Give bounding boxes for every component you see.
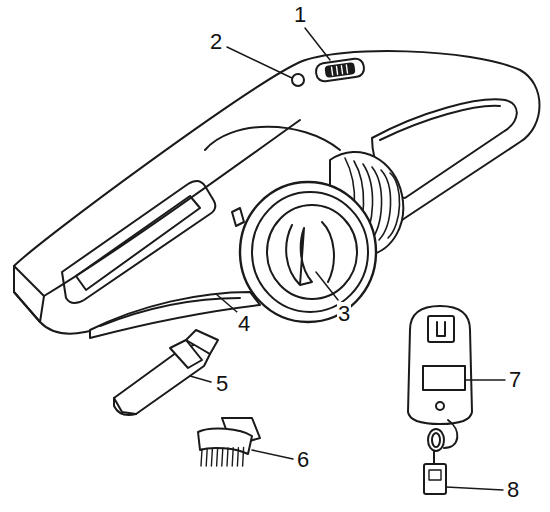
mount-screw [436,402,444,410]
leader-line [216,294,237,312]
leader-line [252,450,293,459]
leader-line [227,47,292,78]
bristle [227,448,228,466]
indicator-light [292,74,304,86]
handle-inner-edge [380,106,500,140]
cord-coil [432,433,440,447]
cup-clip [232,208,244,226]
lid-grip [286,225,312,285]
bristle [237,448,238,466]
callout-number: 2 [209,30,223,54]
dust-cup-lid [267,205,357,299]
leader-line [446,487,503,490]
switch-slider [325,63,354,77]
callout-number: 5 [215,372,229,396]
callout-number: 7 [508,368,522,392]
switch-ribs [332,65,348,75]
bristle [222,448,223,466]
crevice-top [186,330,218,354]
power-switch [315,58,365,83]
brush-bristles [201,447,244,466]
mount-plate [423,366,465,390]
rib [379,170,391,240]
leader-line [190,376,211,382]
cord [433,451,435,464]
wall-mount [408,306,472,424]
leader-line [316,272,338,300]
mount-slot [428,316,454,342]
callout-number: 4 [237,312,251,336]
nozzle-window [62,181,215,303]
lid-grip-right [322,222,334,282]
bristle [206,449,207,466]
callout-number: 3 [337,302,351,326]
bristle [211,449,212,466]
nozzle-window-inner [76,196,200,290]
dust-cup-ring [252,192,368,312]
cord-coil [428,429,444,451]
lower-shell [90,292,260,338]
lower-shell-edge [100,298,240,326]
leader-line [305,28,330,60]
leader-line [465,379,505,381]
callout-number: 6 [296,448,310,472]
switch-frame [315,58,365,83]
bristle [232,448,233,466]
callout-number: 1 [293,3,307,27]
bristle [217,448,218,466]
leader-lines [190,28,505,490]
callout-number: 8 [506,478,520,502]
power-adapter [424,464,446,494]
mount-hook [437,322,445,336]
crevice-tip [114,398,136,414]
bristle [243,447,244,466]
nozzle-face [14,266,44,322]
body-outline [14,51,540,334]
cord [444,420,457,448]
adapter-face [429,470,441,480]
rear-housing [205,127,340,150]
dust-cup-rim [240,182,376,322]
rib [388,173,400,238]
bristle [201,449,202,466]
